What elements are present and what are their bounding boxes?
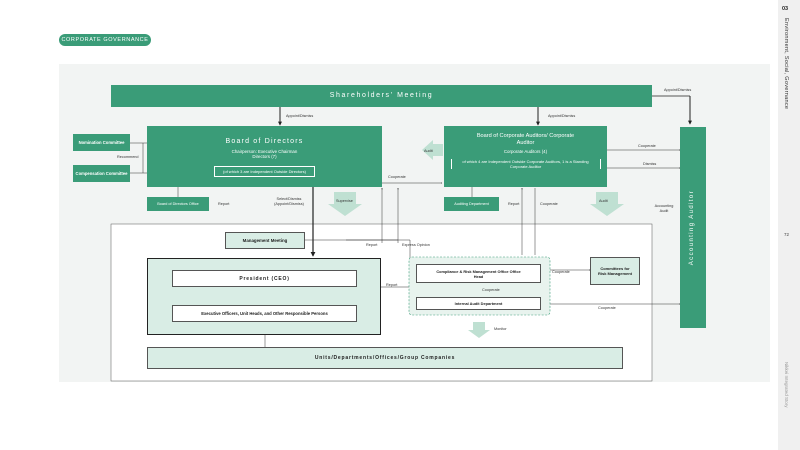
label-express-opinion: Express Opinion (402, 243, 430, 247)
units-label: Units/Departments/Offices/Group Companie… (314, 355, 456, 361)
label-report-board: Report (218, 202, 230, 206)
accounting-auditor: Accounting Auditor (680, 127, 706, 328)
sidebar: 03 Environment, Social, Governance 72 Ni… (778, 0, 800, 450)
internal-audit-department: Internal Audit Department (416, 297, 541, 310)
label-supervise: Supervise (336, 199, 353, 203)
executive-officers: Executive Officers, Unit Heads, and Othe… (172, 305, 357, 322)
label-select-dismiss: Select/Dismiss (Appoint/Dismiss) (274, 197, 304, 206)
auditors-note: of which 4 are Independent Outside Corpo… (450, 159, 601, 170)
chapter-number: 03 (782, 6, 789, 12)
sidebar-footer: Nikkei Integrated Story (784, 362, 789, 408)
label-report-auditing: Report (508, 202, 520, 206)
page-number: 72 (784, 232, 790, 237)
auditing-department: Auditing Department (444, 197, 499, 211)
label-cooperate-bottom: Cooperate (598, 306, 616, 310)
committees-risk-management: Committees for Risk Management (590, 257, 640, 285)
label-dismiss-right: Dismiss (643, 162, 657, 166)
label-cooperate-right: Cooperate (638, 144, 656, 148)
chapter-title: Environment, Social, Governance (783, 18, 789, 110)
label-report-president: Report (386, 283, 398, 287)
label-accounting-audit: Accounting Audit (654, 204, 674, 213)
auditors-title: Board of Corporate Auditors/ Corporate A… (476, 133, 575, 146)
committees-label: Committees for Risk Management (597, 266, 632, 276)
auditors-count: Corporate Auditors (4) (503, 148, 548, 154)
label-cooperate-committees: Cooperate (552, 270, 570, 274)
label-cooperate-mid: Cooperate (388, 175, 406, 179)
label-cooperate-internal: Cooperate (482, 288, 500, 292)
label-report-mm: Report (366, 243, 378, 247)
section-tag: CORPORATE GOVERNANCE (59, 34, 151, 46)
label-recommend: Recommend (117, 155, 139, 159)
accounting-auditor-label: Accounting Auditor (689, 189, 696, 266)
board-note: (of which 3 are Independent Outside Dire… (214, 165, 315, 177)
label-audit-right: Audit (599, 199, 608, 203)
president-ceo: President (CEO) (172, 270, 357, 287)
management-meeting: Management Meeting (225, 232, 305, 249)
label-appoint-board: Appoint/Dismiss (286, 114, 314, 118)
nomination-committee: Nomination Committee (73, 134, 130, 151)
board-of-corporate-auditors: Board of Corporate Auditors/ Corporate A… (444, 126, 607, 187)
board-chair: Chairperson: Executive Chairman (231, 148, 298, 154)
label-monitor: Monitor (494, 327, 507, 331)
board-of-directors: Board of Directors Chairperson: Executiv… (147, 126, 382, 187)
units-departments: Units/Departments/Offices/Group Companie… (147, 347, 623, 369)
board-title: Board of Directors (225, 138, 304, 145)
shareholders-meeting: Shareholders' Meeting (111, 85, 652, 107)
label-cooperate-auditing: Cooperate (540, 202, 558, 206)
board-of-directors-office: Board of Directors Office (147, 197, 209, 211)
label-appoint-top-right: Appoint/Dismiss (664, 88, 692, 92)
label-appoint-auditors: Appoint/Dismiss (548, 114, 576, 118)
label-audit-left: Audit (424, 149, 433, 153)
management-meeting-label: Management Meeting (242, 238, 288, 243)
compliance-risk-office: Compliance & Risk Management Office Offi… (416, 264, 541, 283)
compensation-committee: Compensation Committee (73, 165, 130, 182)
board-count: Directors (7) (252, 154, 277, 160)
